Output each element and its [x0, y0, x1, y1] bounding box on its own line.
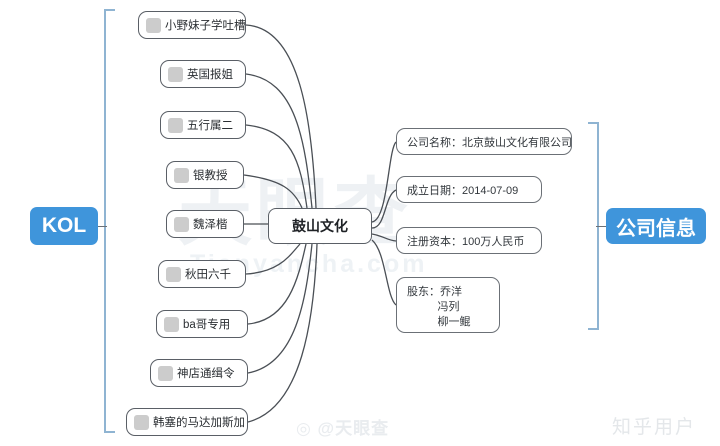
avatar-icon	[174, 167, 189, 183]
kol-node-label: 魏泽楷	[193, 219, 228, 231]
kol-node-label: 秋田六千	[185, 269, 231, 281]
kol-node[interactable]: 小野妹子学吐槽	[138, 11, 246, 39]
kol-node-label: 银教授	[193, 170, 228, 182]
avatar-icon	[134, 414, 149, 430]
kol-node-label: 韩塞的马达加斯加	[153, 417, 245, 429]
kol-node-label: 神店通缉令	[177, 368, 235, 380]
kol-category-text: KOL	[41, 214, 87, 237]
company-info-node[interactable]: 公司名称：北京鼓山文化有限公司	[396, 128, 572, 155]
kol-node-label: ba哥专用	[183, 319, 231, 331]
avatar-icon	[158, 365, 173, 381]
kol-node[interactable]: 英国报姐	[160, 60, 246, 88]
avatar-icon	[174, 216, 189, 232]
kol-node[interactable]: 魏泽楷	[166, 210, 244, 238]
company-category-label: 公司信息	[606, 208, 706, 244]
founding-date-text: 成立日期：2014-07-09	[407, 184, 519, 197]
kol-node-label: 小野妹子学吐槽	[165, 20, 246, 32]
company-name-text: 公司名称：北京鼓山文化有限公司	[407, 136, 572, 149]
kol-node[interactable]: 神店通缉令	[150, 359, 248, 387]
kol-node-label: 五行属二	[187, 120, 233, 132]
company-info-node[interactable]: 成立日期：2014-07-09	[396, 176, 542, 203]
avatar-icon	[164, 316, 179, 332]
company-info-node-shareholders[interactable]: 股东：乔洋 冯列 柳一鲲	[396, 277, 500, 333]
kol-stub-line	[98, 226, 107, 228]
kol-node[interactable]: 银教授	[166, 161, 244, 189]
center-node-label: 鼓山文化	[292, 218, 348, 234]
registered-capital-text: 注册资本：100万人民币	[407, 235, 525, 248]
center-node[interactable]: 鼓山文化	[268, 208, 372, 244]
kol-node[interactable]: 秋田六千	[158, 260, 246, 288]
avatar-icon	[146, 17, 161, 33]
kol-group-bracket	[104, 9, 115, 433]
avatar-icon	[168, 66, 183, 82]
company-info-node[interactable]: 注册资本：100万人民币	[396, 227, 542, 254]
kol-node-label: 英国报姐	[187, 69, 233, 81]
avatar-icon	[168, 117, 183, 133]
company-stub-line	[596, 226, 606, 228]
kol-node[interactable]: ba哥专用	[156, 310, 248, 338]
company-category-text: 公司信息	[616, 217, 696, 240]
kol-node[interactable]: 韩塞的马达加斯加	[126, 408, 248, 436]
kol-node[interactable]: 五行属二	[160, 111, 246, 139]
avatar-icon	[166, 266, 181, 282]
kol-category-label: KOL	[30, 207, 98, 245]
